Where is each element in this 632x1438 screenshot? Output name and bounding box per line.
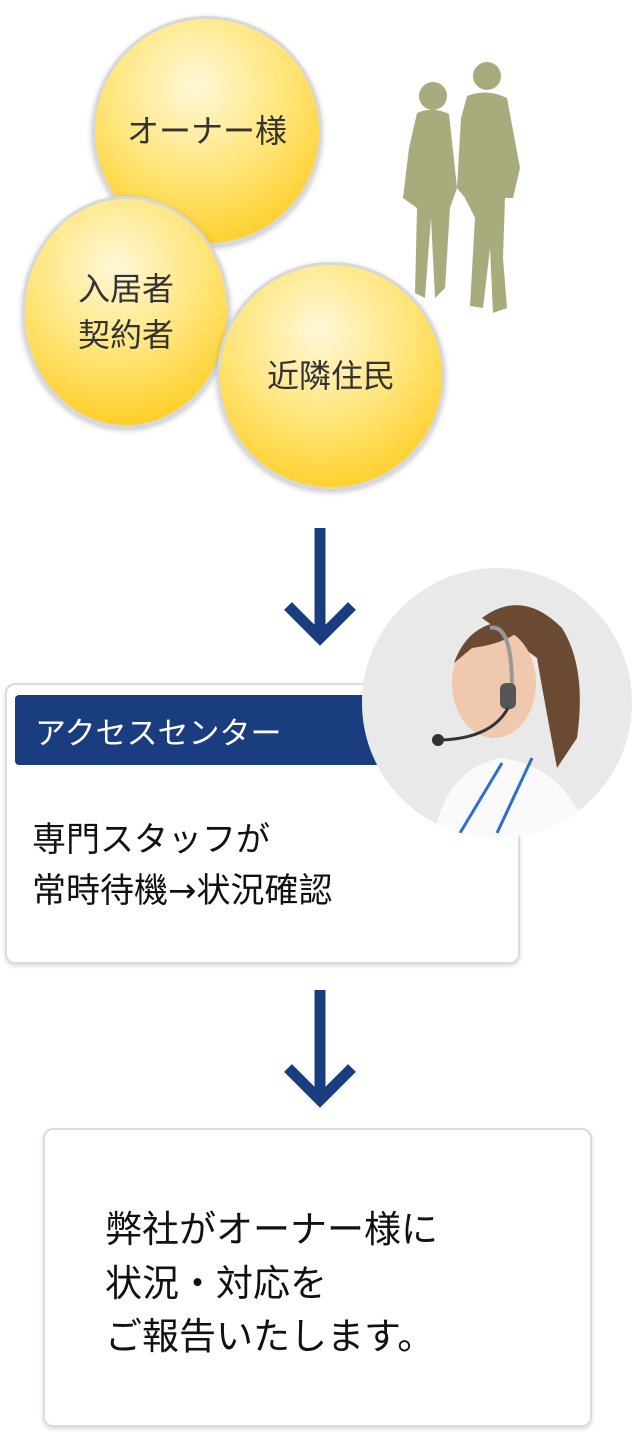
arrow-down-icon <box>284 528 356 646</box>
bubble-neighbor: 近隣住民 <box>217 262 445 490</box>
operator-photo <box>362 568 632 838</box>
access-center-text: 専門スタッフが 常時待機→状況確認 <box>32 820 333 911</box>
bubble-resident: 入居者 契約者 <box>22 196 230 428</box>
couple-silhouette-icon <box>403 62 520 313</box>
report-box <box>43 1128 592 1427</box>
access-center-label: アクセスセンター <box>15 695 385 765</box>
arrow-down-icon <box>284 990 356 1108</box>
report-text: 弊社がオーナー様に 状況・対応を ご報告いたします。 <box>105 1208 438 1359</box>
